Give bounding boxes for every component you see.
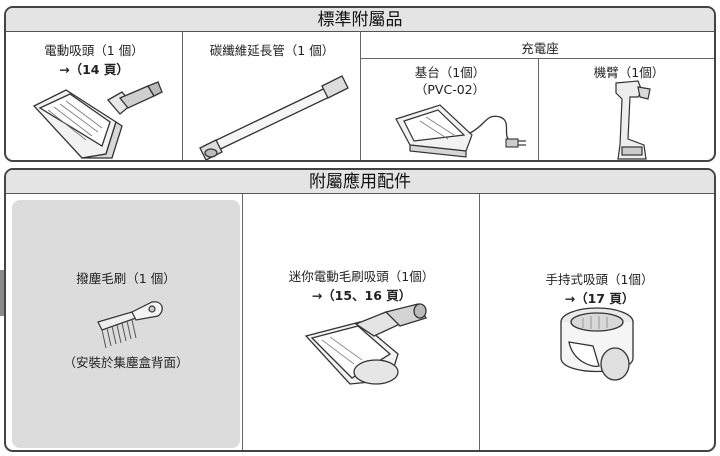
charging-arm-label: 機臂（1個）	[593, 65, 665, 80]
divider	[242, 194, 243, 450]
divider	[360, 32, 361, 160]
power-nozzle-label: 電動吸頭（1 個）	[44, 43, 144, 58]
charging-arm-cell: 機臂（1個）	[540, 59, 714, 160]
mini-power-brush-ref: →（15、16 頁）	[311, 288, 412, 303]
power-nozzle-ref: →（14 頁）	[59, 62, 129, 77]
handheld-nozzle-label: 手持式吸頭（1個）	[545, 272, 654, 287]
charging-base-label: 基台（1個）	[414, 65, 486, 80]
charging-arm-icon	[615, 80, 651, 160]
dust-brush-cell: 撥塵毛刷（1 個） （安裝於集塵盒背面）	[12, 200, 240, 448]
divider	[479, 194, 480, 450]
divider	[182, 32, 183, 160]
mini-power-brush-icon	[304, 303, 427, 385]
charging-base-icon	[395, 104, 526, 158]
extension-pipe-cell: 碳纖維延長管（1 個）	[184, 32, 360, 160]
power-nozzle-icon	[32, 81, 163, 159]
power-nozzle-cell: 電動吸頭（1 個） →（14 頁）	[6, 32, 182, 160]
divider	[360, 58, 714, 59]
standard-accessories-title: 標準附屬品	[6, 8, 714, 32]
charging-group-header: 充電座	[362, 32, 714, 58]
mini-power-brush-label: 迷你電動毛刷吸頭（1個）	[288, 269, 435, 284]
charging-base-cell: 基台（1個） （PVC-02）	[362, 59, 538, 160]
standard-accessories-panel: 標準附屬品 電動吸頭（1 個） →（14 頁） 碳纖維延長管（1 個）	[4, 6, 716, 162]
dust-brush-note: （安裝於集塵盒背面）	[63, 355, 189, 370]
dust-brush-highlight	[12, 200, 240, 448]
optional-accessories-title: 附屬應用配件	[6, 170, 714, 194]
extension-pipe-icon	[199, 75, 349, 160]
handheld-nozzle-icon	[560, 307, 634, 381]
charging-group-title: 充電座	[521, 41, 559, 56]
handheld-nozzle-cell: 手持式吸頭（1個） →（17 頁）	[481, 194, 714, 450]
optional-accessories-panel: 附屬應用配件 撥塵毛刷（1 個） （安裝於集塵盒背面） 迷你電動毛刷吸頭（1個）…	[4, 168, 716, 452]
handheld-nozzle-ref: →（17 頁）	[564, 291, 635, 306]
charging-base-model: （PVC-02）	[414, 82, 486, 97]
divider	[538, 58, 539, 160]
dust-brush-icon	[97, 301, 163, 349]
mini-power-brush-cell: 迷你電動毛刷吸頭（1個） →（15、16 頁）	[244, 194, 479, 450]
dust-brush-label: 撥塵毛刷（1 個）	[76, 271, 176, 286]
extension-pipe-label: 碳纖維延長管（1 個）	[209, 43, 335, 58]
